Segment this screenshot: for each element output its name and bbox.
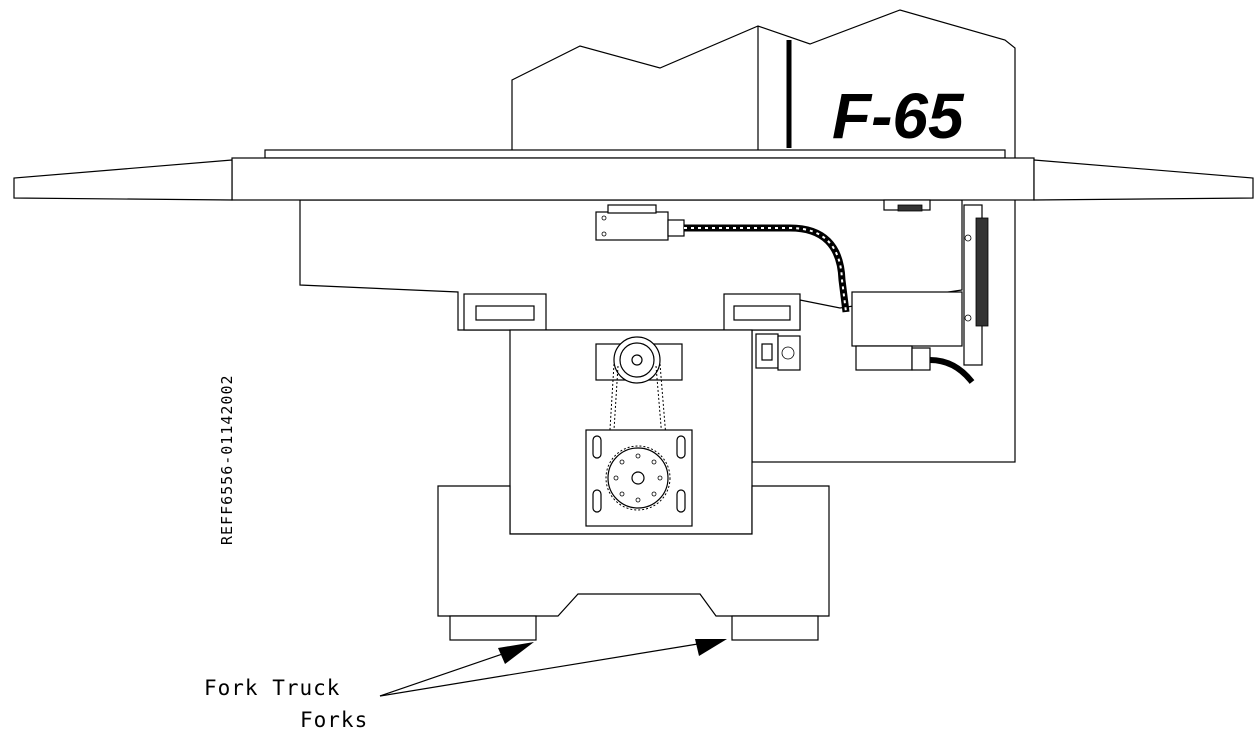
leader-arrows bbox=[379, 639, 727, 697]
reference-code: REFF6556-01142002 bbox=[218, 374, 236, 545]
slot-holes bbox=[592, 435, 686, 513]
lower-plate bbox=[585, 429, 693, 527]
motor-assembly bbox=[851, 204, 989, 384]
callout-line-2: Forks bbox=[300, 708, 369, 732]
machine-base bbox=[437, 485, 830, 617]
fork-pads bbox=[449, 615, 819, 641]
callout-line-1: Fork Truck bbox=[204, 676, 341, 700]
work-table bbox=[13, 149, 1254, 201]
coupling bbox=[755, 333, 801, 371]
model-label: F-65 bbox=[832, 80, 965, 152]
switch-box bbox=[595, 204, 850, 313]
table-bracket bbox=[883, 199, 931, 212]
saddle bbox=[299, 199, 963, 331]
upper-guard: F-65 bbox=[511, 9, 1016, 161]
upper-pulley bbox=[595, 336, 683, 384]
